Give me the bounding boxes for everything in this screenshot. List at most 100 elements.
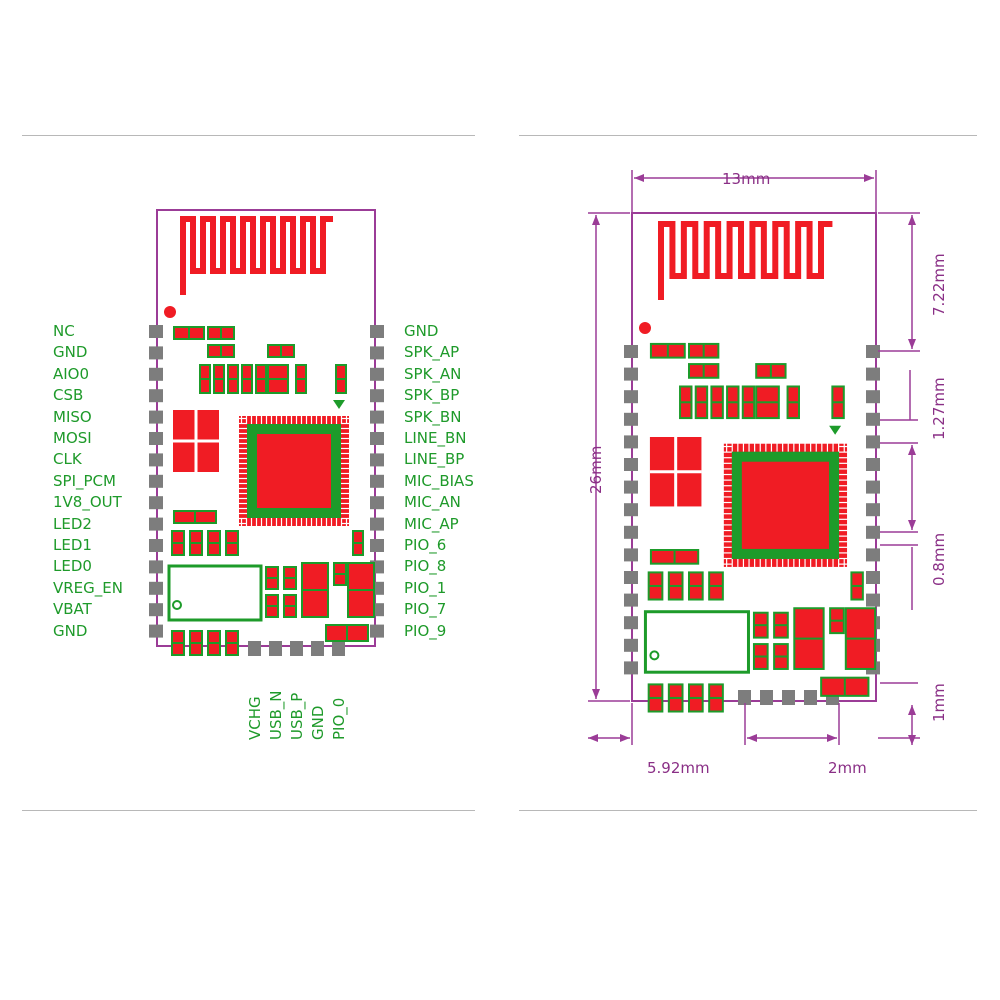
pinout-res-low-2-pad [209, 544, 219, 554]
pinout-inductor-b-pad [349, 564, 373, 589]
dim-label-pitch: 1.27mm [930, 377, 948, 440]
pinout-right-pad [370, 389, 384, 403]
pinout-res-low-3-pad [227, 544, 237, 554]
pinout-res-bottom-3-pad [227, 632, 237, 642]
dimension-cap-bottom-right-pad [822, 678, 844, 695]
dimension-res-side-pad [788, 403, 798, 418]
pinout-cap-low-c-pad [285, 568, 295, 577]
pinout-ic-thermal-pad [257, 434, 331, 508]
pinout-right-pad [370, 517, 384, 531]
pinout-cap-right-pad [337, 366, 345, 378]
dimension-res-edge-pad [852, 573, 862, 585]
pinout-res-array-4-pad [257, 380, 265, 392]
dimension-cap-top-d-pad [757, 365, 770, 377]
dimension-right-pad [866, 593, 880, 607]
height-dim-arrow [592, 215, 600, 225]
pinout-res-array-4-pad [257, 366, 265, 378]
pin-label-left: CLK [53, 450, 82, 469]
pinout-cap-top-d-pad [269, 346, 280, 356]
dimension-lines [588, 170, 920, 745]
dimension-cap-right-pad [833, 387, 843, 402]
pinout-cap-mid-pad [196, 512, 215, 522]
offset-dim-arrow [620, 734, 630, 742]
dimension-cap-low-a-pad [754, 626, 767, 637]
span-dim-arrow [827, 734, 837, 742]
pinout-left-pad [149, 581, 163, 595]
pinout-cap-top-b-pad [209, 328, 220, 338]
pin-label-right: MIC_BIAS [404, 471, 474, 490]
dimension-inductor-a-pad [795, 639, 823, 668]
pin-label-right: SPK_AP [404, 343, 460, 362]
dimension-right-pad [866, 412, 880, 426]
pin-label-left: MOSI [53, 429, 92, 447]
dimension-res-low-3-pad [710, 586, 722, 599]
pinout-res-low-0-pad [173, 532, 183, 542]
dimension-right-pad [866, 480, 880, 494]
pin-label-right: PIO_9 [404, 621, 447, 640]
height-dim-arrow [592, 689, 600, 699]
dimension-res-bottom-2-pad [690, 698, 702, 711]
dimension-res-array-3-pad [728, 387, 738, 402]
dimension-res-low-2-pad [690, 573, 702, 585]
pinout-left-pad [149, 496, 163, 510]
dimension-bottom-pad [760, 690, 773, 705]
pinout-bottom-pad [248, 641, 261, 656]
offset-dim-arrow [588, 734, 598, 742]
dimension-right-pad [866, 525, 880, 539]
pinout-cap-low-b-pad [267, 596, 277, 605]
width-dim-arrow [864, 174, 874, 182]
pin-label-left: CSB [53, 386, 84, 405]
dimension-res-bottom-0-pad [649, 698, 662, 711]
pin-label-right: PIO_6 [404, 536, 447, 554]
pinout-orientation-mark [333, 400, 345, 409]
edge-dim-arrow [908, 735, 916, 745]
pin-label-right: SPK_BP [404, 386, 460, 405]
pinout-res-low-1-pad [191, 544, 201, 554]
pinout-res-array-3-pad [243, 366, 251, 378]
pin-label-left: LED0 [53, 557, 92, 576]
pinout-crystal-pad [269, 366, 287, 378]
pinout-cap-low-a-pad [267, 579, 277, 588]
pinout-right-pad [370, 410, 384, 424]
dimension-cap-low-b-pad [754, 645, 767, 656]
pinout-module [149, 209, 384, 656]
pin-label-right: MIC_AP [404, 514, 459, 533]
dimension-res-low-3-pad [710, 573, 722, 585]
dimension-module [624, 212, 880, 713]
dimension-left-pad [624, 548, 638, 562]
dim-label-width: 13mm [722, 170, 771, 188]
dimension-left-pad [624, 435, 638, 449]
pinout-right-pad [370, 453, 384, 467]
dimension-cap-top-d-pad [771, 365, 785, 377]
dimension-res-array-1-pad [696, 403, 707, 418]
pinout-res-edge-pad [354, 532, 362, 542]
pin-label-left: MISO [53, 407, 92, 426]
pinout-res-bottom-3-pad [227, 644, 237, 654]
pinout-right-pad [370, 474, 384, 488]
dim-label-edge: 1mm [930, 683, 948, 722]
pinout-inductor-b-pad [349, 591, 373, 616]
pin-label-left: VBAT [53, 600, 92, 619]
dimension-res-array-4-pad [743, 403, 754, 418]
dim-label-span: 2mm [828, 759, 867, 777]
bottom-divider-right [519, 810, 977, 811]
dimension-regulator-outline [643, 610, 750, 674]
dimension-cap-top-c-pad [690, 365, 703, 377]
pin-label-bottom: GND [309, 705, 327, 740]
dimension-pin1-marker [639, 322, 651, 334]
dimension-right-pad [866, 345, 880, 358]
pin-label-left: AIO0 [53, 364, 90, 383]
dimension-cap-low-d-pad [775, 645, 787, 656]
dimension-cap-low-d-pad [775, 657, 787, 668]
width-dim-arrow [634, 174, 644, 182]
dimension-left-pad [624, 525, 638, 539]
dimension-res-low-0-pad [649, 586, 662, 599]
dimension-res-array-4-pad [743, 387, 754, 402]
dimension-crystal-pad [757, 403, 778, 418]
pinout-right-pad [370, 432, 384, 445]
pinout-res-bottom-2-pad [209, 632, 219, 642]
dimension-res-bottom-3-pad [710, 685, 722, 697]
pinout-left-pad [149, 432, 163, 445]
bottom-divider-left [22, 810, 475, 811]
